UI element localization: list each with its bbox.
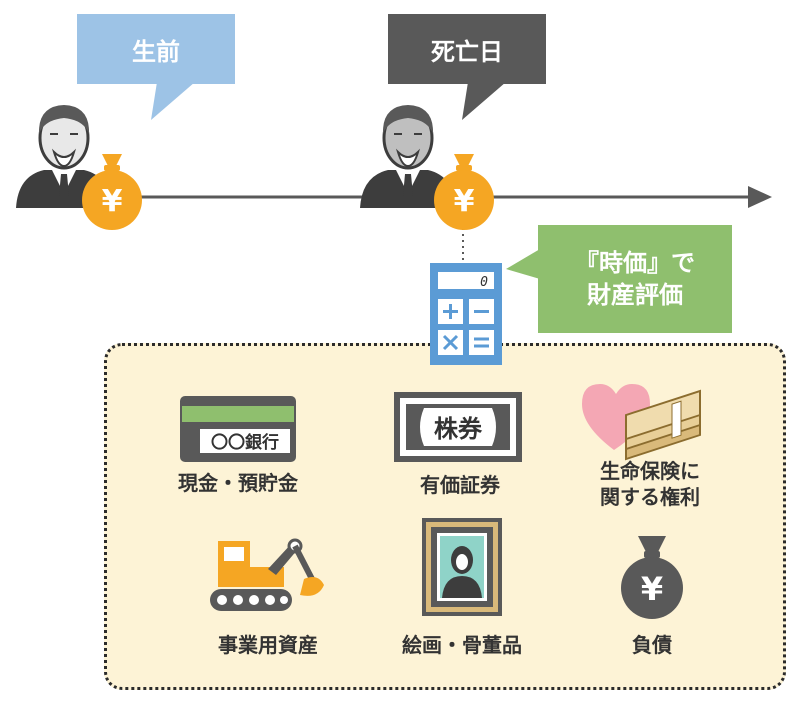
deceased-man-icon bbox=[360, 105, 456, 208]
stock-certificate-text: 株券 bbox=[434, 415, 483, 443]
calculator-icon: 0 bbox=[430, 263, 502, 365]
framed-painting-icon bbox=[422, 518, 502, 616]
yen-symbol: ¥ bbox=[454, 184, 475, 219]
yen-money-bag-icon: ¥ bbox=[434, 154, 494, 230]
valuation-bubble: 『時価』で 財産評価 bbox=[506, 225, 732, 333]
yen-symbol: ¥ bbox=[641, 570, 663, 608]
asset-label-cash: 現金・預貯金 bbox=[178, 471, 298, 495]
before-death-bubble: 生前 bbox=[77, 14, 235, 122]
asset-label-securities: 有価証券 bbox=[420, 473, 500, 497]
heart-money-icon bbox=[582, 384, 701, 461]
valuation-label-line1: 『時価』で bbox=[575, 248, 695, 277]
asset-label-insurance-line1: 生命保険に bbox=[600, 459, 700, 483]
valuation-label-line2: 財産評価 bbox=[587, 281, 683, 309]
bank-name-text: 〇〇銀行 bbox=[211, 432, 279, 453]
calculator-display: 0 bbox=[480, 275, 488, 290]
asset-label-insurance-line2: 関する権利 bbox=[600, 485, 700, 509]
death-date-label: 死亡日 bbox=[431, 37, 503, 66]
asset-label-art: 絵画・骨董品 bbox=[402, 633, 522, 657]
asset-label-business: 事業用資産 bbox=[218, 633, 318, 657]
asset-label-liabilities: 負債 bbox=[632, 633, 672, 657]
excavator-icon bbox=[210, 538, 324, 611]
yen-symbol: ¥ bbox=[102, 184, 123, 219]
bankbook-icon: 〇〇銀行 bbox=[180, 396, 296, 462]
money-bag-icon: ¥ bbox=[621, 536, 683, 619]
asset-label-insurance: 生命保険に 関する権利 bbox=[570, 458, 730, 510]
death-date-bubble: 死亡日 bbox=[388, 14, 546, 122]
yen-money-bag-icon: ¥ bbox=[82, 154, 142, 230]
stock-certificate-icon: 株券 bbox=[394, 392, 522, 462]
before-death-label: 生前 bbox=[132, 37, 180, 66]
